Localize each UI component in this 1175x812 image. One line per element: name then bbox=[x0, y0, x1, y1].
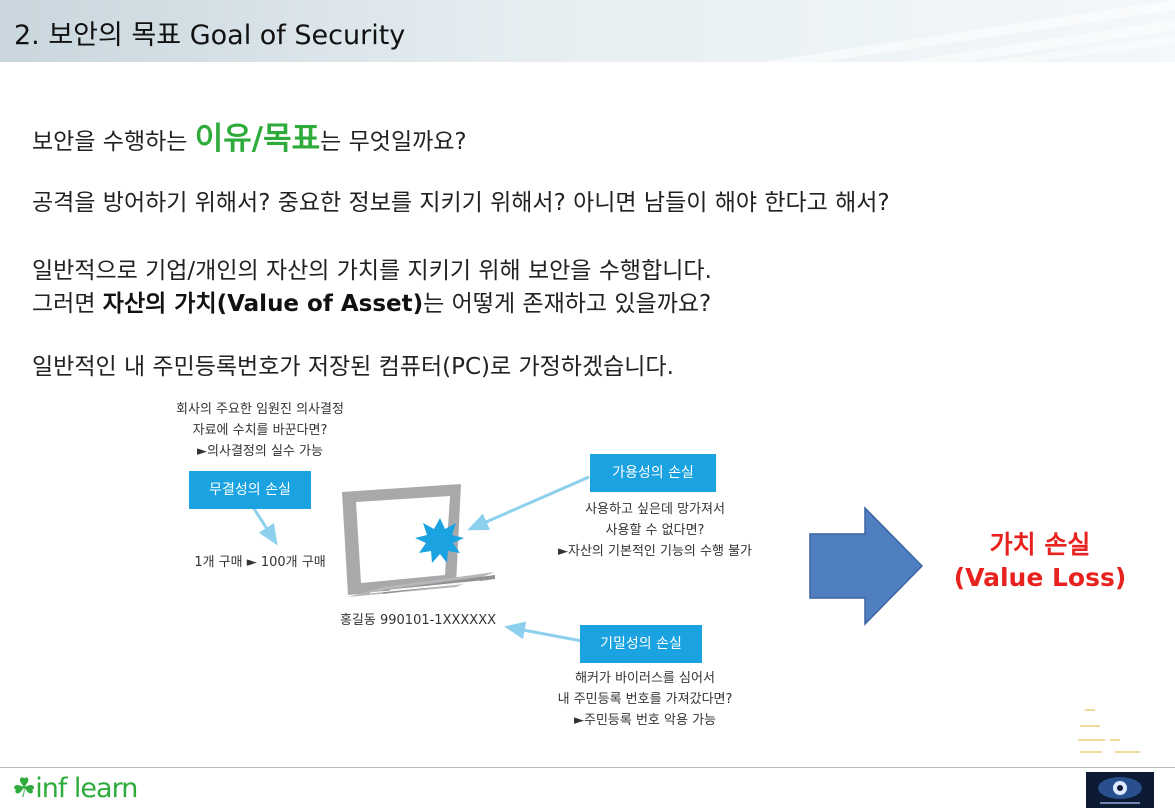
decorative-marks bbox=[1078, 709, 1140, 753]
laptop-keyboard bbox=[369, 580, 481, 594]
integrity-loss-badge: 무결성의 손실 bbox=[189, 471, 311, 509]
question-line-2: 공격을 방어하기 위해서? 중요한 정보를 지키기 위해서? 아니면 남들이 해… bbox=[32, 190, 890, 216]
confidentiality-description: 해커가 바이러스를 심어서 내 주민등록 번호를 가져갔다면? ►주민등록 번호… bbox=[557, 671, 733, 728]
footer-divider bbox=[0, 767, 1175, 768]
laptop-screen bbox=[356, 496, 450, 583]
p4-after: 는 어떻게 존재하고 있을까요? bbox=[423, 291, 712, 317]
slide-title: 2. 보안의 목표 Goal of Security bbox=[14, 20, 406, 51]
eye-emblem-icon bbox=[1098, 777, 1142, 804]
integrity-description: 회사의 주요한 임원진 의사결정 자료에 수치를 바꾼다면? ►의사결정의 실수… bbox=[176, 402, 344, 459]
value-of-asset-bold: 자산의 가치(Value of Asset) bbox=[102, 291, 424, 317]
integrity-example: 1개 구매 ► 100개 구매 bbox=[194, 555, 326, 570]
availability-arrow bbox=[467, 475, 590, 531]
paragraph-line-5: 일반적인 내 주민등록번호가 저장된 컴퓨터(PC)로 가정하겠습니다. bbox=[32, 354, 674, 380]
availability-loss-badge: 가용성의 손실 bbox=[590, 454, 716, 492]
confidentiality-arrow bbox=[504, 621, 583, 643]
question-text-after: 는 무엇일까요? bbox=[320, 129, 467, 155]
integrity-arrow bbox=[251, 506, 278, 546]
paragraph-line-3: 일반적으로 기업/개인의 자산의 가치를 지키기 위해 보안을 수행합니다. bbox=[32, 258, 712, 284]
value-loss-english: (Value Loss) bbox=[953, 563, 1127, 592]
question-line: 보안을 수행하는 이유/목표는 무엇일까요? bbox=[32, 113, 467, 158]
p4-before: 그러면 bbox=[32, 291, 103, 317]
value-loss-result: 가치 손실 (Value Loss) bbox=[945, 528, 1135, 594]
sprout-icon: ☘ bbox=[12, 773, 36, 804]
confidentiality-loss-badge: 기밀성의 손실 bbox=[580, 625, 702, 663]
availability-description: 사용하고 싶은데 망가져서 사용할 수 없다면? ►자산의 기본적인 기능의 수… bbox=[558, 502, 752, 559]
paragraph-line-4: 그러면 자산의 가치(Value of Asset)는 어떻게 존재하고 있을까… bbox=[32, 284, 711, 318]
damage-burst-icon bbox=[415, 518, 464, 563]
question-text-before: 보안을 수행하는 bbox=[32, 129, 195, 155]
inflearn-logo: ☘inf learn bbox=[12, 773, 138, 804]
value-loss-korean: 가치 손실 bbox=[989, 530, 1091, 559]
slide-header: 2. 보안의 목표 Goal of Security bbox=[0, 0, 1175, 62]
pc-owner-label: 홍길동 990101-1XXXXXX bbox=[339, 613, 497, 628]
header-decoration bbox=[760, 0, 1175, 62]
security-reader-logo bbox=[1086, 772, 1154, 808]
result-arrow-icon bbox=[809, 506, 924, 626]
highlight-reason-goal: 이유/목표 bbox=[194, 121, 321, 157]
